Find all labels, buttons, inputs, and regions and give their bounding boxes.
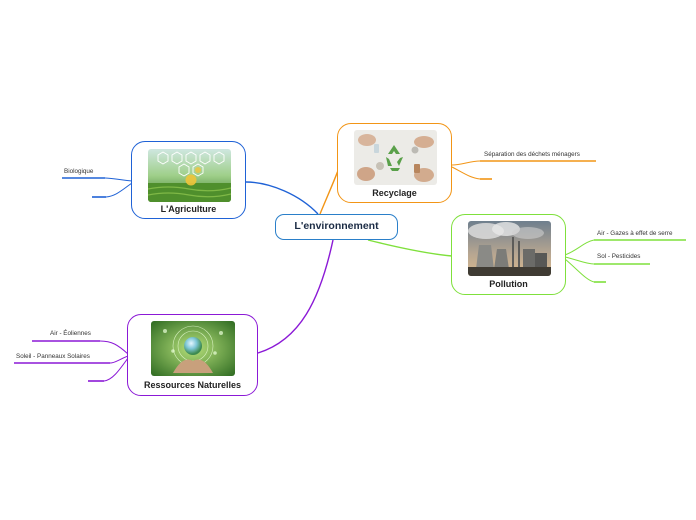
pollution-leaf-connector [565,240,594,255]
topic-agriculture-label: L'Agriculture [132,204,245,214]
power-plant-photo [468,221,551,276]
recyclage-leaf-connector [452,167,480,179]
agriculture-leaf-connector [105,178,132,181]
topic-agriculture[interactable]: L'Agriculture [131,141,246,219]
leaf-biologique[interactable]: Biologique [64,168,93,175]
connector-agriculture [246,182,318,214]
green-globe-hands-photo [151,321,235,376]
pollution-leaf-connector [565,259,594,282]
connector-pollution [368,240,452,256]
topic-recyclage[interactable]: Recyclage [337,123,452,203]
central-topic[interactable]: L'environnement [275,214,398,240]
leaf-separation-dechets[interactable]: Séparation des déchets ménagers [484,151,580,158]
topic-ressources-naturelles-label: Ressources Naturelles [128,380,257,390]
topic-ressources-naturelles[interactable]: Ressources Naturelles [127,314,258,396]
agriculture-icons-photo [148,149,231,202]
leaf-air-eoliennes[interactable]: Air - Éoliennes [50,330,91,337]
leaf-soleil-panneaux-solaires[interactable]: Soleil - Panneaux Solaires [16,353,90,360]
ressources-leaf-connector [100,341,128,354]
agriculture-leaf-connector [106,183,132,197]
leaf-sol-pesticides[interactable]: Sol - Pesticides [597,253,640,260]
recyclage-leaf-connector [452,161,480,165]
topic-pollution[interactable]: Pollution [451,214,566,295]
topic-recyclage-label: Recyclage [338,188,451,198]
leaf-air-gaz-effet-serre[interactable]: Air - Gazes à effet de serre [597,230,672,237]
recycling-photo [354,130,437,185]
connector-ressources [258,240,333,353]
topic-pollution-label: Pollution [452,279,565,289]
